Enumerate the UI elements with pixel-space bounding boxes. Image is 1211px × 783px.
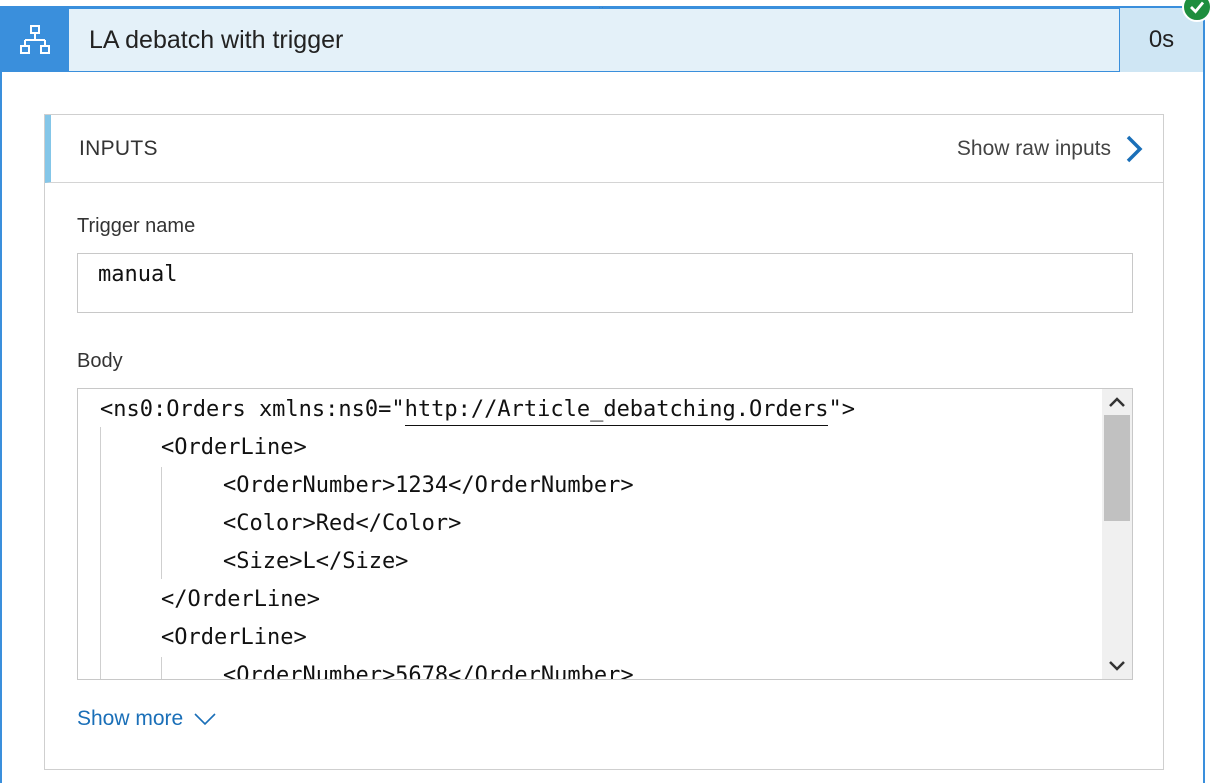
indent-guide	[161, 467, 162, 579]
scroll-thumb[interactable]	[1104, 415, 1130, 521]
code-line: <OrderNumber>5678</OrderNumber>	[223, 663, 634, 679]
scroll-up-button[interactable]	[1102, 389, 1132, 415]
code-line: </OrderLine>	[161, 587, 320, 612]
chevron-down-icon	[1109, 661, 1125, 671]
code-line: <ns0:Orders xmlns:ns0="http://Article_de…	[100, 391, 855, 429]
chevron-up-icon	[1109, 397, 1125, 407]
action-title[interactable]: LA debatch with trigger	[68, 8, 1120, 72]
namespace-url-link[interactable]: http://Article_debatching.Orders	[404, 395, 829, 426]
body-code: <ns0:Orders xmlns:ns0="http://Article_de…	[78, 389, 1102, 679]
body-label: Body	[77, 350, 123, 372]
connector-chevron-icon: ⌄	[594, 3, 608, 13]
action-header[interactable]: LA debatch with trigger 0s	[2, 8, 1203, 72]
status-success-badge	[1182, 0, 1211, 22]
indent-guide	[161, 657, 162, 679]
workflow-hierarchy-icon	[20, 25, 50, 54]
chevron-right-icon	[1126, 135, 1143, 162]
scroll-down-button[interactable]	[1102, 653, 1132, 679]
action-title-text: LA debatch with trigger	[89, 25, 344, 54]
body-scrollbar[interactable]	[1102, 389, 1132, 679]
show-raw-inputs-link[interactable]: Show raw inputs	[957, 135, 1143, 163]
checkmark-icon	[1190, 1, 1205, 14]
code-line: <Color>Red</Color>	[223, 511, 462, 536]
show-raw-inputs-label: Show raw inputs	[956, 136, 1111, 160]
trigger-name-field[interactable]: manual	[77, 253, 1133, 313]
inputs-header: INPUTS Show raw inputs	[45, 115, 1163, 183]
trigger-name-label: Trigger name	[77, 215, 196, 237]
action-card: ⌄ LA debatch with trigger 0s INPUTS Show…	[0, 3, 1205, 783]
code-line: <OrderLine>	[161, 625, 307, 650]
show-more-link[interactable]: Show more	[77, 707, 217, 731]
inputs-panel: INPUTS Show raw inputs Trigger name manu…	[44, 114, 1164, 770]
code-line: <Size>L</Size>	[223, 549, 409, 574]
indent-guide	[100, 427, 101, 679]
body-field[interactable]: <ns0:Orders xmlns:ns0="http://Article_de…	[77, 388, 1133, 680]
show-more-label: Show more	[77, 707, 184, 730]
chevron-down-icon	[194, 713, 216, 726]
action-icon-box	[2, 8, 68, 72]
code-line: <OrderNumber>1234</OrderNumber>	[223, 473, 634, 498]
inputs-section-title: INPUTS	[79, 136, 158, 160]
code-line: <OrderLine>	[161, 435, 307, 460]
